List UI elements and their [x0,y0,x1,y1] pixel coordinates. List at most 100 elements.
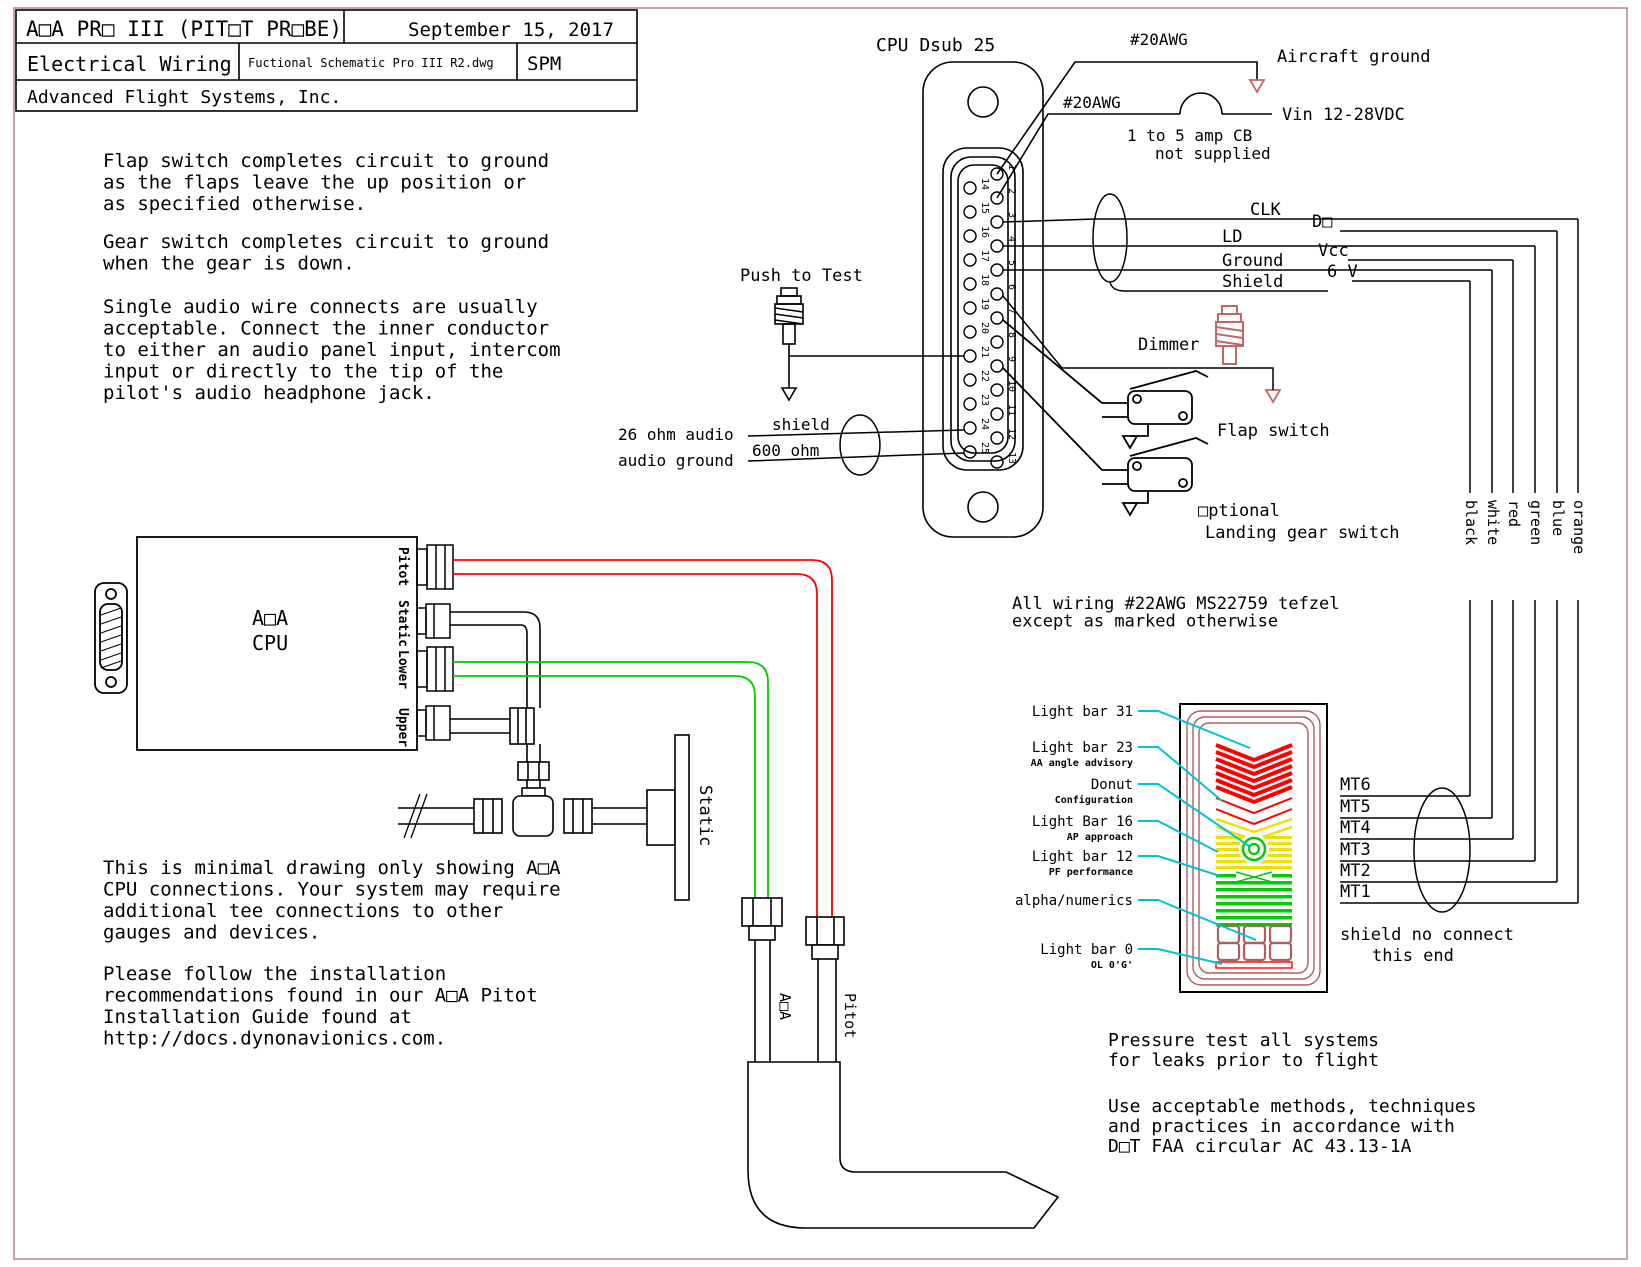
green-bar-4 [1216,902,1292,906]
signal-shield: Shield [1222,272,1283,292]
pin-number-13: 13 [1006,452,1017,464]
pin-number-11: 11 [1006,404,1017,416]
donut-inner [1247,842,1261,856]
cpu-box-name-line1: A□A [252,606,288,630]
note-minimal-line-1: CPU connections. Your system may require [103,879,561,901]
mt-label-MT3: MT3 [1340,840,1371,860]
page-border [13,7,1628,1260]
note-flap-line-0: Flap switch completes circuit to ground [103,150,549,172]
pin-19 [963,301,977,315]
static-plumbing [398,611,690,901]
callout-leader-5 [1138,899,1257,941]
connector-label: CPU Dsub 25 [876,35,995,56]
aircraft-ground-label: Aircraft ground [1277,47,1431,67]
red-chevron-5 [1215,778,1293,798]
pin-15 [963,205,977,219]
pin-number-7: 7 [1006,308,1017,314]
pin-21 [963,349,977,363]
gear-switch-symbol [1002,367,1209,517]
company-name: Advanced Flight Systems, Inc. [27,87,341,108]
cpu-box [94,536,418,751]
signal-ld: LD [1222,227,1242,247]
pin-number-22: 22 [979,370,990,382]
callout-sublabel-3: AP approach [1067,832,1133,843]
wire-color-label-black: black [1462,500,1480,545]
pin-11 [990,407,1004,421]
red-chevron-4 [1215,771,1293,791]
dimmer-label: Dimmer [1138,335,1199,355]
pin-number-8: 8 [1006,332,1017,338]
signal-vcc: Vcc [1318,241,1349,261]
mt-label-MT6: MT6 [1340,775,1371,795]
drawing-title: A□A PR□ III (PIT□T PR□BE) [26,17,342,41]
note-wiring-line-1: except as marked otherwise [1012,612,1278,632]
lightbar-display [1179,703,1328,993]
signal-clk: CLK [1250,200,1281,220]
vin-label: Vin 12-28VDC [1282,105,1405,125]
cb-note-line1: 1 to 5 amp CB [1127,126,1252,145]
pin-number-14: 14 [979,178,990,190]
push-to-test-switch [774,287,964,402]
pitot-tubes [453,559,833,920]
note-audio-line-3: input or directly to the tip of the [103,361,503,383]
static-plate-label: Static [695,785,715,846]
pin-number-23: 23 [979,394,990,406]
power-wires [996,61,1272,199]
pin-number-20: 20 [979,322,990,334]
callout-label-2: Donut [1091,777,1133,793]
callout-label-3: Light Bar 16 [1032,814,1133,830]
callout-leader-4 [1138,855,1221,877]
audio-600ohm-label: 600 ohm [752,441,819,460]
wire-color-label-white: white [1484,500,1502,545]
landing-gear-label: Landing gear switch [1205,523,1399,543]
pin-number-19: 19 [979,298,990,310]
dimmer-ground-symbol [1264,389,1282,404]
pin-number-10: 10 [1006,380,1017,392]
signal-6v: 6 V [1327,262,1358,282]
yellow-bar-5 [1216,866,1292,870]
pin-9 [990,359,1004,373]
note-pressure-line-0: Pressure test all systems [1108,1030,1379,1051]
dimmer-wires [1002,295,1274,390]
note-audio-line-4: pilot's audio headphone jack. [103,382,435,404]
wire-color-label-green: green [1527,500,1545,545]
digit-2-top [1268,924,1293,945]
pin-5 [990,263,1004,277]
pin-14 [963,181,977,195]
green-bar-2 [1216,888,1292,892]
aircraft-ground-symbol [1248,79,1266,94]
bowtie-line-2 [1235,871,1273,883]
port-pitot-label: Pitot [395,547,410,586]
pin-number-12: 12 [1006,428,1017,440]
note-paragraphs: Flap switch completes circuit to ground a… [103,150,1476,1157]
drawing-author: SPM [527,53,561,75]
pin-10 [990,383,1004,397]
bowtie-mask [1236,871,1272,881]
cpu-box-name-line2: CPU [252,631,288,655]
pin-number-21: 21 [979,346,990,358]
red-chevron-2 [1215,757,1293,777]
pin-number-6: 6 [1006,284,1017,290]
pin-number-2: 2 [1006,188,1017,194]
pin-25 [963,445,977,459]
pin-1 [990,167,1004,181]
cpu-ports [416,544,454,741]
mt-label-MT5: MT5 [1340,797,1371,817]
callout-leader-1 [1138,746,1223,802]
mt-label-MT2: MT2 [1340,861,1371,881]
note-gear-line-1: when the gear is down. [103,253,355,275]
note-install-line-3: http://docs.dynonavionics.com. [103,1028,446,1050]
note-audio-line-1: acceptable. Connect the inner conductor [103,318,549,340]
red-chevron-0 [1215,743,1293,763]
signal-ground: Ground [1222,251,1283,271]
note-methods-line-2: D□T FAA circular AC 43.13-1A [1108,1136,1412,1157]
pin-23 [963,397,977,411]
dsub-pins: 1415161718192021222324251234567891011121… [963,164,1017,469]
wire-color-label-blue: blue [1549,500,1567,536]
pin-22 [963,373,977,387]
push-to-test-label: Push to Test [740,266,863,286]
wire-color-label-red: red [1505,500,1523,527]
